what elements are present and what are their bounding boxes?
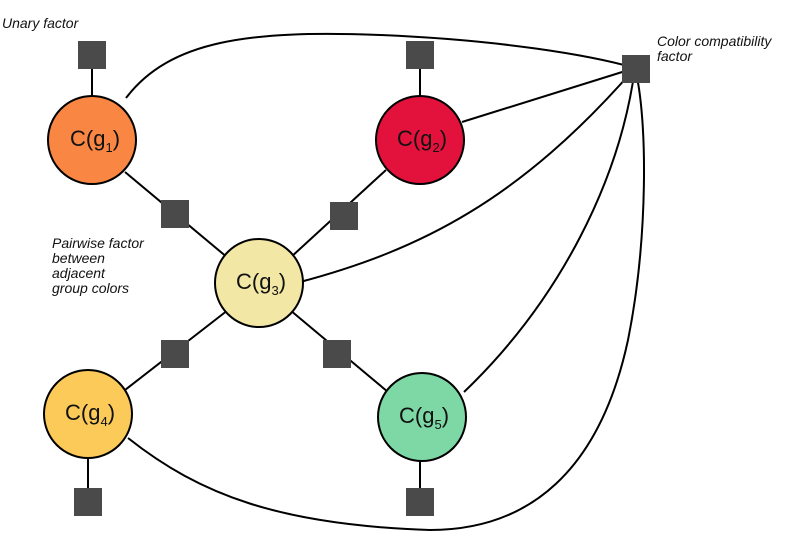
node-g2: C(g2) (375, 95, 465, 185)
edge-compat-g3 (299, 67, 636, 283)
caption-unary-factor: Unary factor (2, 16, 78, 31)
unary-factor-g2 (406, 41, 434, 69)
unary-factor-g1 (78, 41, 106, 69)
caption-unary-text: Unary factor (2, 15, 79, 31)
edge-compat-g4 (127, 67, 645, 532)
edges (87, 32, 645, 532)
edge-compat-g5 (463, 67, 636, 393)
pairwise-factor-g3-g4 (161, 340, 189, 368)
edge-compat-g2 (461, 67, 636, 123)
caption-color-compat-line2: factor (657, 48, 693, 64)
node-g2-label: C(g2) (397, 126, 447, 155)
node-g1: C(g1) (47, 95, 137, 185)
pairwise-factor-g3-g5 (323, 340, 351, 368)
caption-color-compat-line1: Color compatibility (657, 33, 772, 49)
node-g3: C(g3) (214, 238, 304, 328)
node-g4: C(g4) (43, 369, 133, 459)
pairwise-factor-g2-g3 (330, 202, 358, 230)
caption-pairwise-line3: adjacent (52, 265, 105, 281)
node-g1-label: C(g1) (70, 126, 120, 155)
node-g2-circle (375, 95, 465, 185)
node-g3-label: C(g3) (236, 269, 286, 298)
node-g4-label: C(g4) (65, 400, 115, 429)
node-g3-circle (214, 238, 304, 328)
caption-color-compat: Color compatibility factor (657, 34, 771, 64)
caption-pairwise-line1: Pairwise factor (52, 235, 144, 251)
edge-compat-g1 (125, 32, 636, 99)
node-g1-circle (47, 95, 137, 185)
node-g5-label: C(g5) (399, 403, 449, 432)
caption-pairwise-line4: group colors (52, 280, 130, 296)
caption-pairwise-line2: between (52, 250, 105, 266)
color-compatibility-factor (622, 55, 650, 83)
node-g4-circle (43, 369, 133, 459)
unary-factor-g4 (74, 488, 102, 516)
node-g5-circle (377, 372, 467, 462)
caption-pairwise: Pairwise factor between adjacent group c… (52, 236, 144, 296)
node-g5: C(g5) (377, 372, 467, 462)
pairwise-factor-g1-g3 (161, 200, 189, 228)
unary-factor-g5 (406, 488, 434, 516)
factors (74, 41, 650, 516)
